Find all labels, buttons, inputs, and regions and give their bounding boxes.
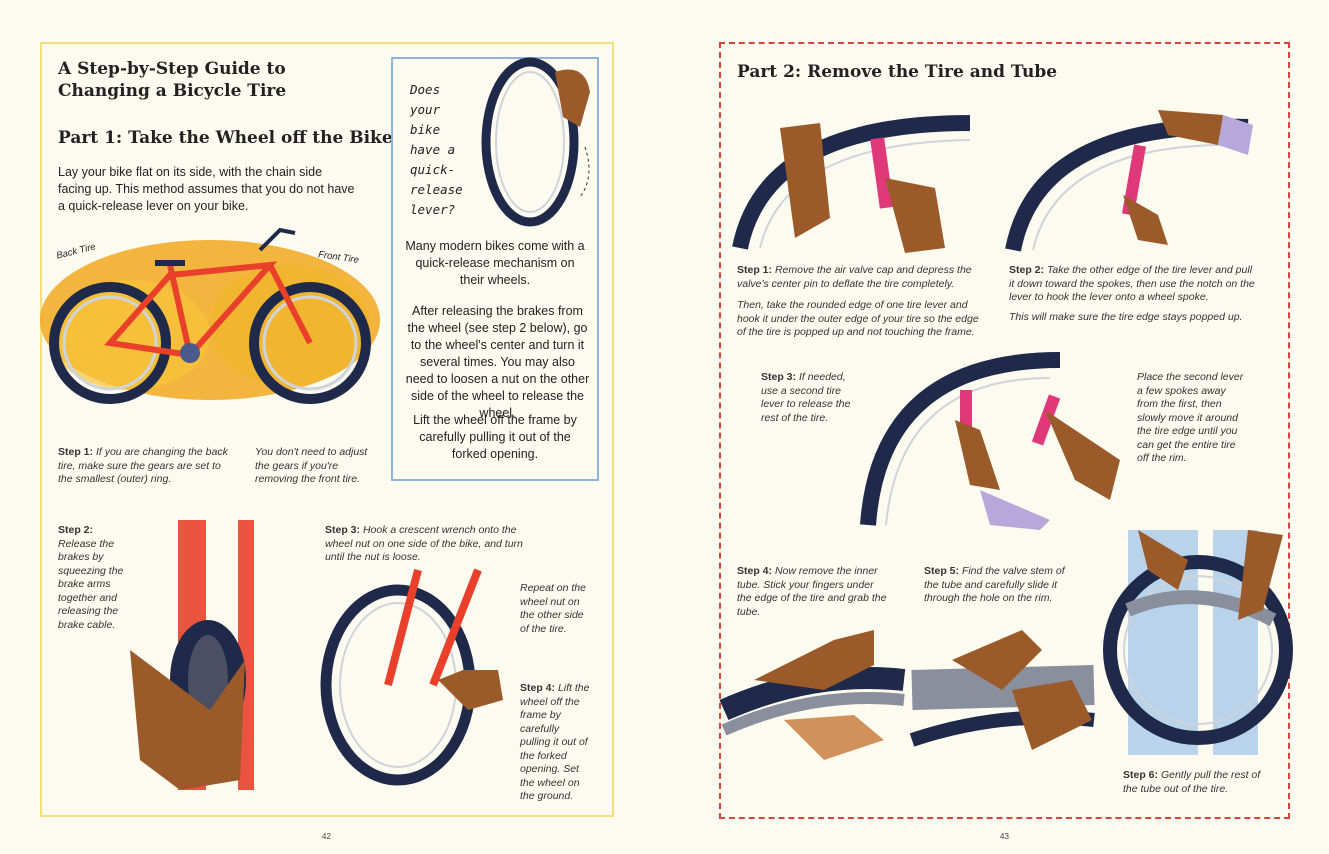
deflate-tire-illustration [732,115,971,253]
wrench-wheel-illustration [320,568,503,786]
left-step4-text: Step 4: Lift the wheel off the frame by … [520,682,590,802]
left-step1-note: You don't need to adjust the gears if yo… [255,446,368,485]
right-step3-note: Place the second lever a few spokes away… [1137,371,1244,464]
part1-intro: Lay your bike flat on its side, with the… [58,165,355,213]
quick-release-wheel-illustration [481,57,590,227]
sidebar-question: Does your bike have a quick-release leve… [410,82,463,217]
bike-on-leaves-illustration [40,227,380,404]
valve-stem-illustration [909,630,1095,750]
left-step1-text: Step 1: If you are changing the back tir… [58,446,228,485]
right-step3-text: Step 3: If needed, use a second tire lev… [761,371,851,424]
quick-release-sidebar [391,57,599,481]
brake-release-illustration [130,520,254,790]
left-step3-note: Repeat on the wheel nut on the other sid… [520,582,586,635]
left-step3-text: Step 3: Hook a crescent wrench onto the … [325,524,523,563]
grab-tube-illustration [719,630,906,760]
second-lever-illustration [860,352,1120,530]
right-page-frame [719,42,1290,819]
part2-heading: Part 2: Remove the Tire and Tube [737,62,1058,82]
right-step6-text: Step 6: Gently pull the rest of the tube… [1123,769,1261,795]
guide-title: A Step-by-Step Guide to Changing a Bicyc… [58,59,287,101]
right-step1-text: Step 1: Remove the air valve cap and dep… [737,264,972,290]
right-step4-text: Step 4: Now remove the inner tube. Stick… [737,565,887,618]
right-page-number: 43 [1000,832,1009,841]
left-page-number: 42 [322,832,331,841]
sidebar-paragraph-3: Lift the wheel off the frame by carefull… [413,413,577,461]
sidebar-paragraph-1: Many modern bikes come with a quick-rele… [405,239,585,287]
right-step1-text2: Then, take the rounded edge of one tire … [737,299,979,338]
sidebar-paragraph-2: After releasing the brakes from the whee… [405,304,590,420]
part1-heading: Part 1: Take the Wheel off the Bike [58,128,393,148]
left-step2-text: Step 2: Release the brakes by squeezing … [58,524,124,631]
pull-tube-illustration [1103,530,1293,755]
right-step5-text: Step 5: Find the valve stem of the tube … [924,565,1065,604]
right-step2-text2: This will make sure the tire edge stays … [1009,311,1243,323]
left-page-frame [40,42,614,817]
right-step2-text: Step 2: Take the other edge of the tire … [1009,264,1255,303]
hook-lever-illustration [1005,110,1253,252]
